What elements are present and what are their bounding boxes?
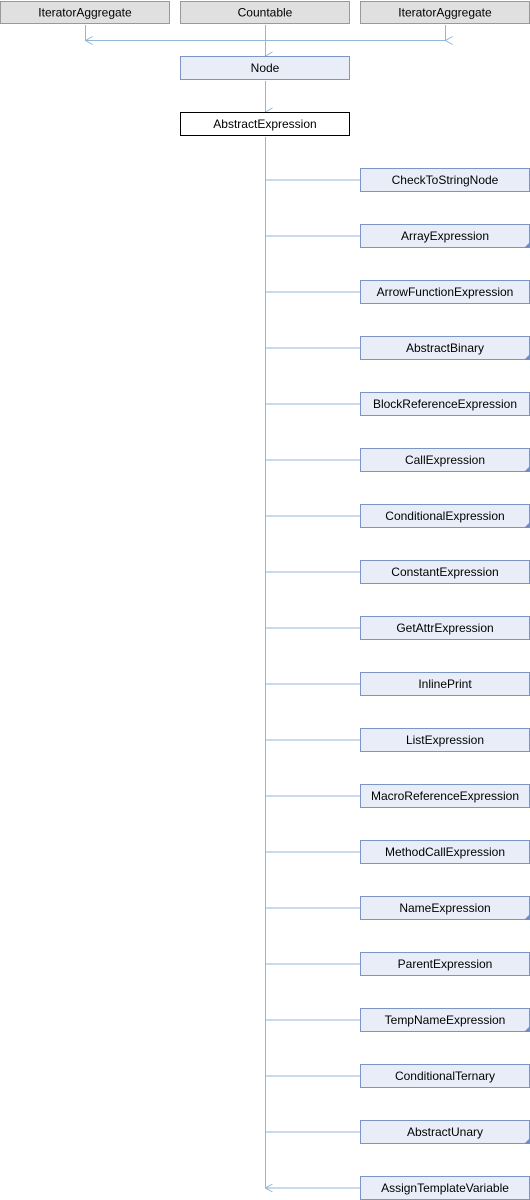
class-inline-print-label: InlinePrint — [418, 677, 472, 691]
class-macro-reference-expression-label: MacroReferenceExpression — [371, 789, 519, 803]
class-conditional-ternary[interactable]: ConditionalTernary — [360, 1064, 530, 1088]
inheritance-edges — [84, 25, 453, 1193]
interface-iterator-aggregate-1-box — [0, 1, 170, 24]
class-check-to-string-node-label: CheckToStringNode — [392, 173, 499, 187]
class-check-to-string-node[interactable]: CheckToStringNode — [360, 168, 530, 192]
class-block-reference-expression-label: BlockReferenceExpression — [373, 397, 517, 411]
interface-iterator-aggregate-1[interactable]: IteratorAggregate — [0, 1, 170, 24]
class-list-expression[interactable]: ListExpression — [360, 728, 530, 752]
class-conditional-expression-label: ConditionalExpression — [385, 509, 504, 523]
class-abstract-unary[interactable]: AbstractUnary — [360, 1120, 530, 1145]
class-assign-template-variable-label: AssignTemplateVariable — [381, 1181, 509, 1195]
interface-iterator-aggregate-1-label: IteratorAggregate — [38, 6, 132, 20]
class-abstract-binary-label: AbstractBinary — [406, 341, 484, 355]
class-inline-print[interactable]: InlinePrint — [360, 672, 530, 696]
has-subclasses-marker — [524, 1026, 530, 1032]
has-subclasses-marker — [524, 354, 530, 360]
class-abstract-binary[interactable]: AbstractBinary — [360, 336, 530, 361]
class-temp-name-expression-label: TempNameExpression — [385, 1013, 506, 1027]
class-conditional-expression[interactable]: ConditionalExpression — [360, 504, 530, 529]
interface-countable-2-box — [180, 1, 350, 24]
class-abstract-expression-box — [180, 112, 350, 136]
class-abstract-expression: AbstractExpression — [180, 112, 350, 136]
class-arrow-function-expression[interactable]: ArrowFunctionExpression — [360, 280, 530, 304]
class-get-attr-expression-label: GetAttrExpression — [396, 621, 493, 635]
class-array-expression-label: ArrayExpression — [401, 229, 489, 243]
class-abstract-unary-label: AbstractUnary — [407, 1125, 483, 1139]
interface-iterator-aggregate-3[interactable]: IteratorAggregate — [360, 1, 530, 24]
class-parent-expression-label: ParentExpression — [398, 957, 493, 971]
interface-iterator-aggregate-3-label: IteratorAggregate — [398, 6, 492, 20]
class-macro-reference-expression[interactable]: MacroReferenceExpression — [360, 784, 530, 808]
class-node-box — [180, 56, 350, 80]
class-node-label: Node — [251, 61, 280, 75]
class-name-expression-label: NameExpression — [399, 901, 490, 915]
class-node[interactable]: Node — [180, 56, 350, 80]
class-abstract-expression-label: AbstractExpression — [213, 117, 316, 131]
class-call-expression[interactable]: CallExpression — [360, 448, 530, 473]
interface-countable-2-label: Countable — [238, 6, 293, 20]
class-arrow-function-expression-label: ArrowFunctionExpression — [377, 285, 514, 299]
class-constant-expression-label: ConstantExpression — [391, 565, 498, 579]
has-subclasses-marker — [524, 466, 530, 472]
has-subclasses-marker — [524, 1138, 530, 1144]
interface-countable-2[interactable]: Countable — [180, 1, 350, 24]
class-conditional-ternary-label: ConditionalTernary — [395, 1069, 495, 1083]
class-call-expression-label: CallExpression — [405, 453, 485, 467]
class-method-call-expression[interactable]: MethodCallExpression — [360, 840, 530, 864]
has-subclasses-marker — [524, 914, 530, 920]
has-subclasses-marker — [524, 522, 530, 528]
class-name-expression[interactable]: NameExpression — [360, 896, 530, 921]
class-temp-name-expression[interactable]: TempNameExpression — [360, 1008, 530, 1033]
class-assign-template-variable[interactable]: AssignTemplateVariable — [360, 1176, 530, 1200]
class-block-reference-expression[interactable]: BlockReferenceExpression — [360, 392, 530, 416]
class-get-attr-expression[interactable]: GetAttrExpression — [360, 616, 530, 640]
class-list-expression-label: ListExpression — [406, 733, 484, 747]
class-parent-expression[interactable]: ParentExpression — [360, 952, 530, 976]
has-subclasses-marker — [524, 242, 530, 248]
class-method-call-expression-label: MethodCallExpression — [385, 845, 505, 859]
class-array-expression[interactable]: ArrayExpression — [360, 224, 530, 249]
class-constant-expression[interactable]: ConstantExpression — [360, 560, 530, 584]
